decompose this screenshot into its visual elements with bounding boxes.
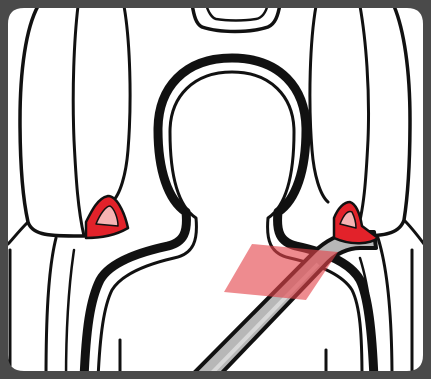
car-seat-belt-diagram xyxy=(0,0,431,379)
diagram-canvas xyxy=(0,0,431,379)
